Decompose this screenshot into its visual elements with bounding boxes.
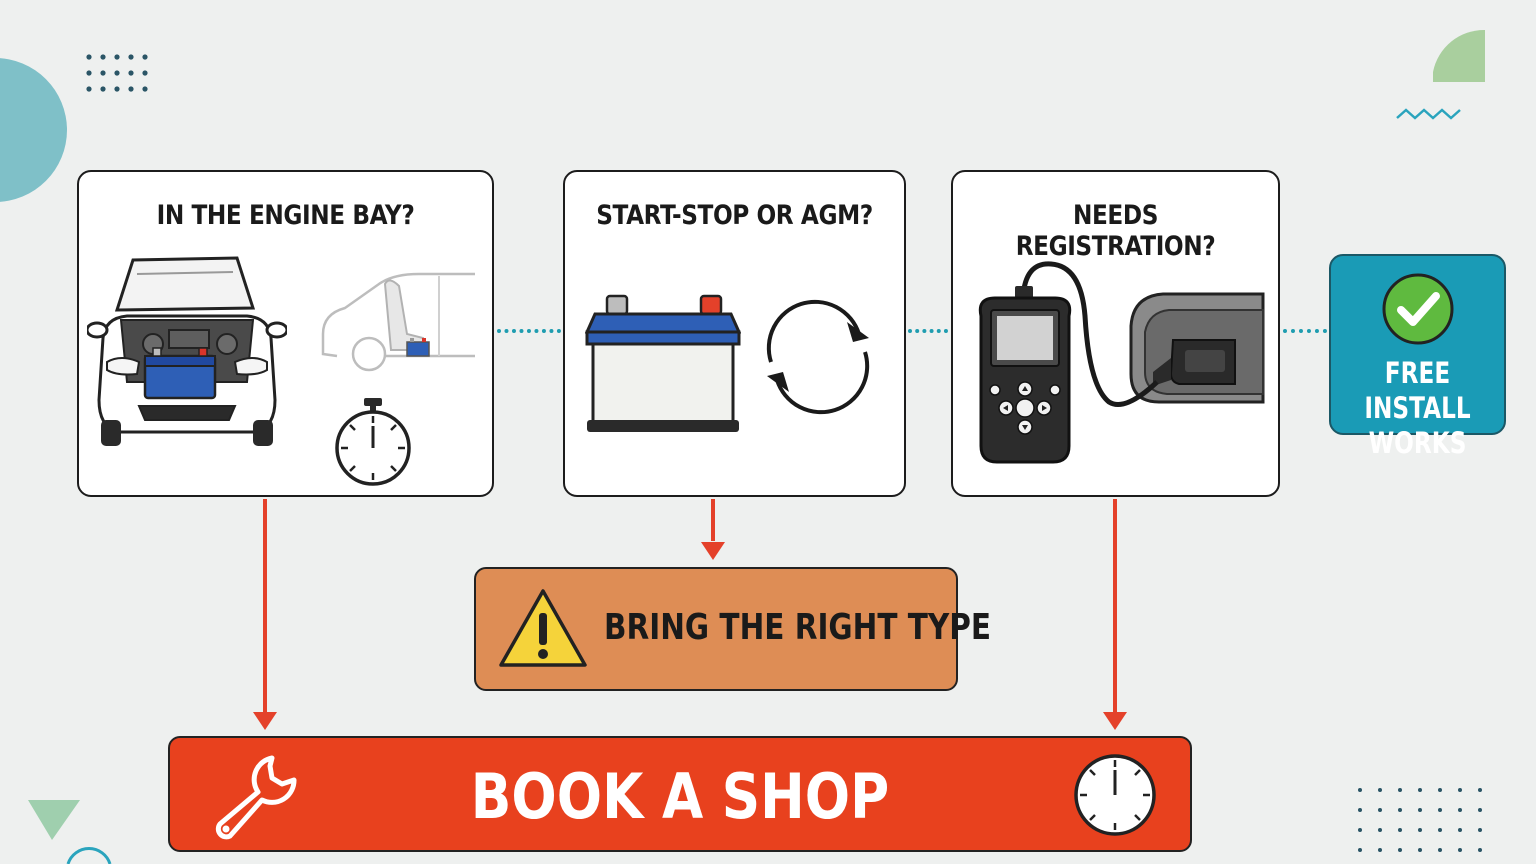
arrow-engine-to-book [263,499,267,713]
clock-icon [1074,754,1156,836]
car-interior-battery-icon [321,272,475,372]
wrench-icon [215,755,297,840]
step-panel-registration: NEEDS REGISTRATION? [951,170,1280,497]
dot-grid-decor-bottom [1358,788,1482,852]
free-install-line1: FREE INSTALL [1364,356,1471,425]
car-icon [87,256,287,446]
warning-banner: BRING THE RIGHT TYPE [474,567,991,691]
step-panel-start-stop: START-STOP OR AGM? [563,170,906,497]
arrow-registration-to-book [1113,499,1117,713]
obd-scanner-icon [978,261,1265,464]
book-a-shop-label: BOOK A SHOP [470,760,890,833]
arrow-head [701,542,725,560]
free-install-outcome: FREE INSTALL WORKS [1329,254,1506,460]
ring-decor [66,847,112,864]
dot-grid-decor-top [86,54,148,92]
step-title: NEEDS REGISTRATION? [1015,200,1216,262]
green-triangle-decor [28,800,80,840]
free-install-line2: WORKS [1368,426,1467,460]
battery-icon [585,294,741,432]
stopwatch-icon [335,398,411,486]
cycle-arrows-icon [766,299,870,415]
green-semicircle-decor [1433,29,1485,83]
arrow-head [253,712,277,730]
warning-label: BRING THE RIGHT TYPE [604,607,992,648]
book-a-shop-button[interactable]: BOOK A SHOP [168,736,1192,852]
step-panel-engine-bay: IN THE ENGINE BAY? [77,170,494,497]
step-title: START-STOP OR AGM? [596,200,873,231]
teal-circle-decor [0,58,67,202]
zigzag-decor [1396,108,1461,120]
connector-1-2 [497,329,561,333]
step-title: IN THE ENGINE BAY? [156,200,415,231]
connector-2-3 [908,329,948,333]
arrow-head [1103,712,1127,730]
warning-icon [499,589,587,667]
arrow-startstop-to-warning [711,499,715,541]
connector-3-outcome [1283,329,1327,333]
free-install-label: FREE INSTALL WORKS [1348,356,1486,461]
check-icon [1382,273,1454,345]
